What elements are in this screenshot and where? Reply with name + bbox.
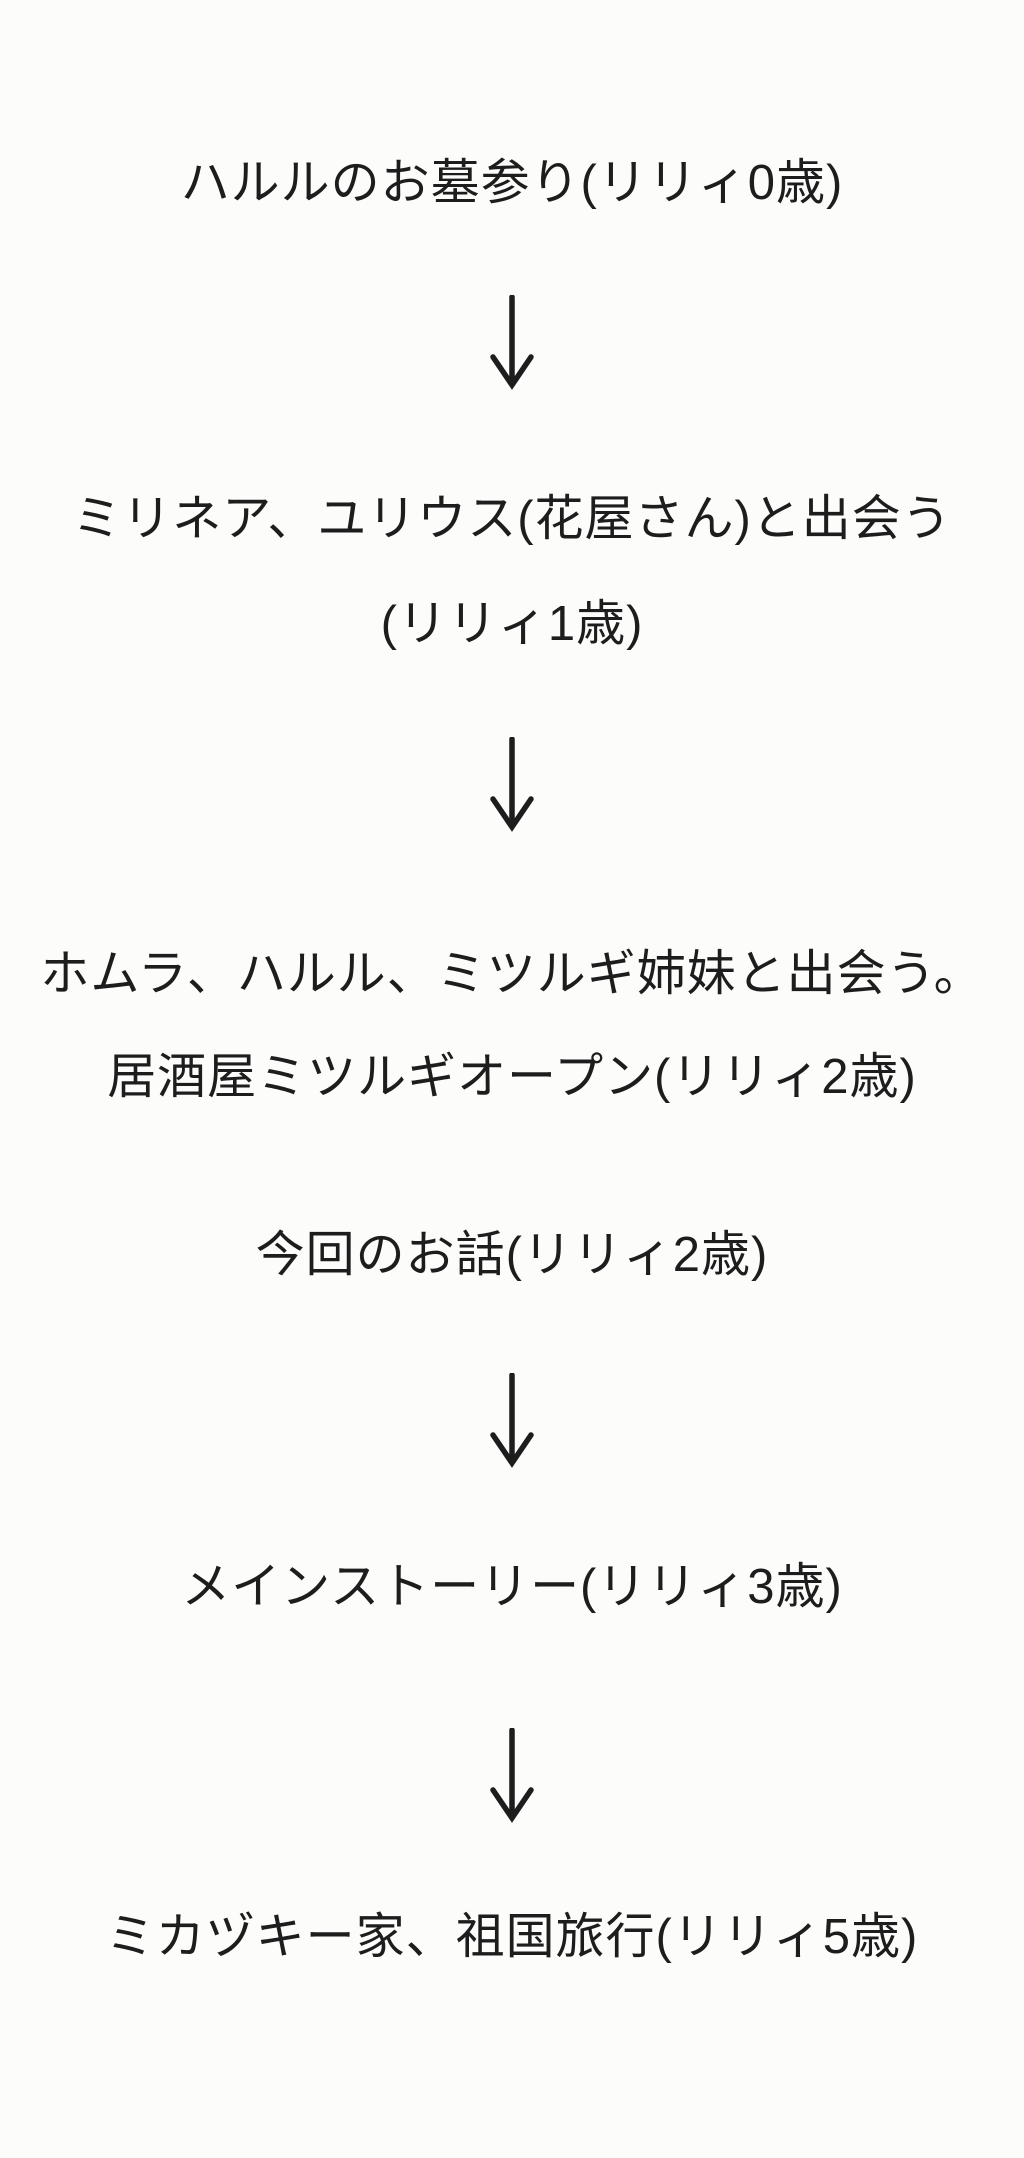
- down-arrow-icon: [0, 737, 1024, 840]
- timeline-event-text: ハルルのお墓参り(リリィ0歳): [180, 156, 844, 210]
- timeline-event-text: (リリィ1歳): [380, 597, 644, 651]
- down-arrow-icon: [0, 1373, 1024, 1476]
- down-arrow-icon: [0, 1728, 1024, 1831]
- timeline-event-text: ホムラ、ハルル、ミツルギ姉妹と出会う。: [40, 947, 984, 1001]
- timeline-event-text: 居酒屋ミツルギオープン(リリィ2歳): [107, 1050, 917, 1104]
- timeline-event-text: メインストーリー(リリィ3歳): [181, 1560, 843, 1614]
- timeline-event-text: ミカヅキー家、祖国旅行(リリィ5歳): [105, 1910, 919, 1964]
- timeline-event-text: 今回のお話(リリィ2歳): [255, 1228, 769, 1282]
- down-arrow-icon: [0, 295, 1024, 398]
- timeline-event-text: ミリネア、ユリウス(花屋さん)と出会う: [72, 492, 952, 546]
